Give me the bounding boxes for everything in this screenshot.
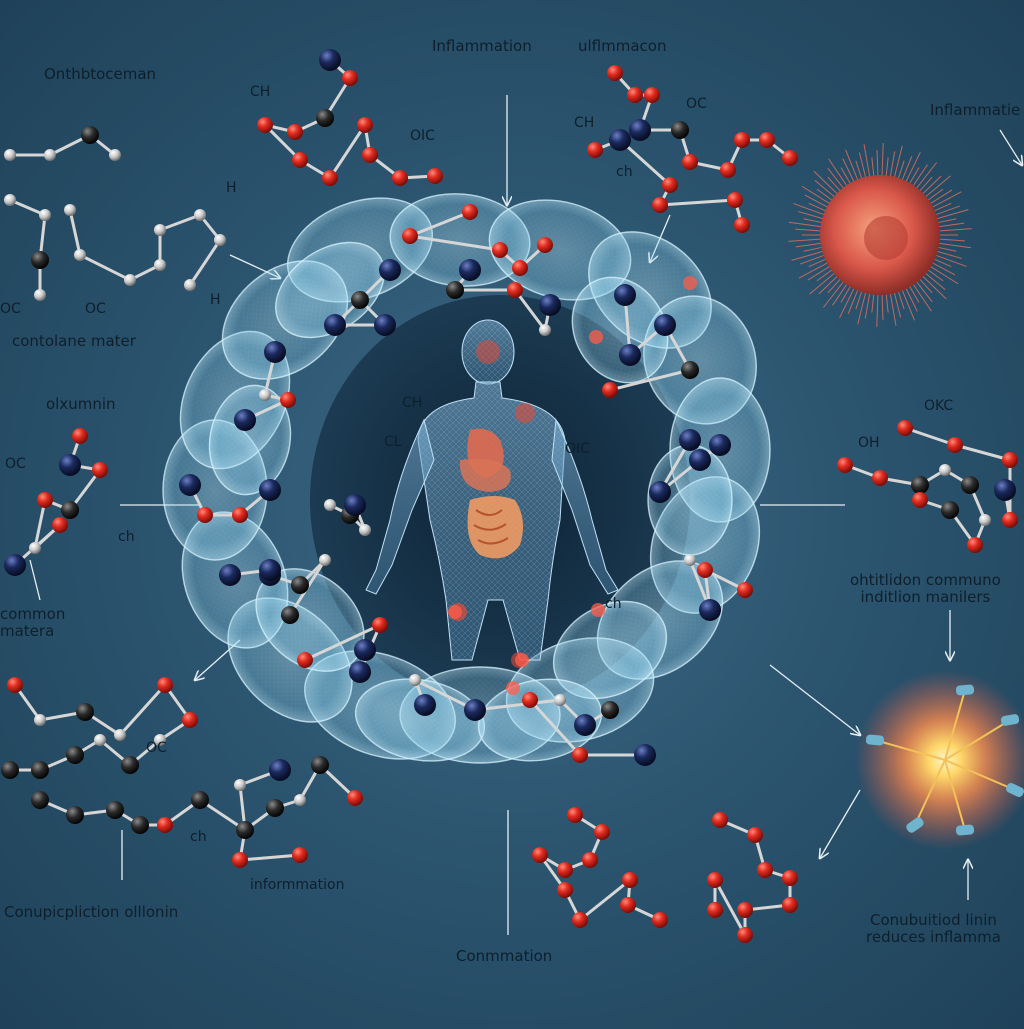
chem-label: H [226,180,237,196]
chem-label: ch [605,596,622,612]
chem-label: OC [686,96,707,112]
chemical-labels: CH OIC OC CH ch H H OC OC OC CH CL ch OC… [0,84,953,845]
label-bottom-center-2: Conmmation [456,947,553,965]
label-left-lower: common matera [0,605,66,640]
label-left-mid-1: contolane mater [12,332,136,350]
chem-label: OKC [924,398,953,414]
chem-label: H [210,292,221,308]
chem-label: OC [146,740,167,756]
chem-label: CH [250,84,270,100]
label-left-mid-2: olxumnin [46,395,116,413]
inflammation-burst [855,670,1024,850]
label-top-center-1: Inflammation [432,37,532,55]
chem-label: CL [384,434,402,450]
label-top-center-2: ulflmmacon [578,37,667,55]
chem-label: ch [190,829,207,845]
label-top-right: Inflammatie [930,101,1021,119]
human-body-figure [365,319,619,668]
label-top-left: Onthbtoceman [44,65,157,83]
chem-label: OC [0,301,21,317]
chem-label: CH [574,115,594,131]
chem-label: ch [118,529,135,545]
label-bottom-left: Conupicpliction olllonin [4,903,179,921]
label-right-low: Conubuitiod linin reduces inflamma [866,911,1001,946]
chem-label: OIC [410,128,435,144]
chem-label: OC [5,456,26,472]
chem-label: OH [858,435,880,451]
connector-arrows [29,95,1022,935]
chem-label: ch [616,164,633,180]
label-bottom-center-1: informmation [250,877,345,893]
molecule-structures [1,49,1018,943]
chem-label: OIC [565,441,590,457]
chem-label: OC [85,301,106,317]
chem-label: CH [402,395,422,411]
immune-cell [788,143,972,327]
label-right-mid: ohtitlidon communo inditlion manilers [850,571,1001,606]
